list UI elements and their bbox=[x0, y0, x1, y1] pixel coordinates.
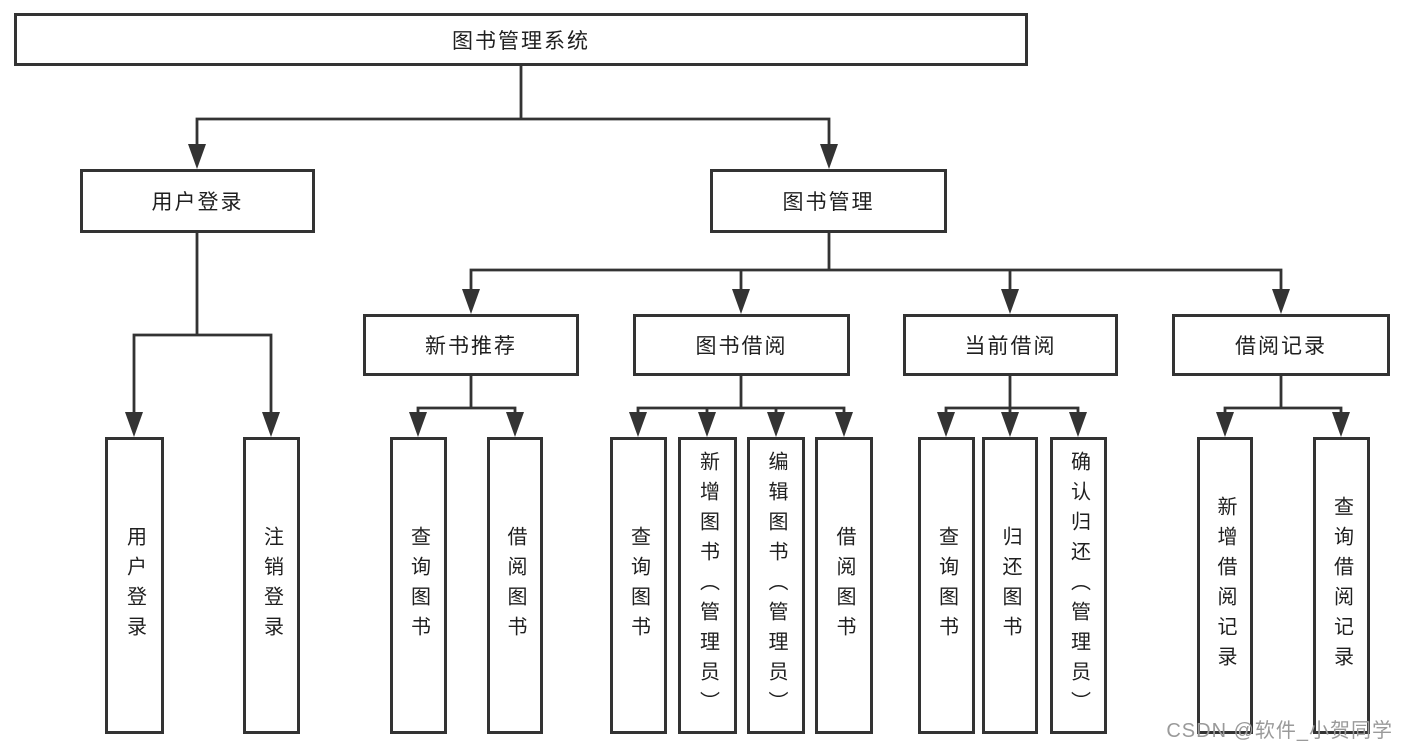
leaf-query-books-borrow: 查询图书 bbox=[610, 437, 667, 734]
leaf-add-books-admin: 新增图书（管理员） bbox=[678, 437, 737, 734]
node-book-management-system: 图书管理系统 bbox=[14, 13, 1028, 66]
connector-paths bbox=[132, 66, 1343, 415]
leaf-logout: 注销登录 bbox=[243, 437, 300, 734]
leaf-user-login: 用户登录 bbox=[105, 437, 164, 734]
node-book-management: 图书管理 bbox=[710, 169, 947, 233]
leaf-query-books-current: 查询图书 bbox=[918, 437, 975, 734]
node-borrowing-records: 借阅记录 bbox=[1172, 314, 1390, 376]
leaf-borrow-books: 借阅图书 bbox=[815, 437, 873, 734]
arrowheads bbox=[125, 144, 1350, 437]
node-current-borrowing: 当前借阅 bbox=[903, 314, 1118, 376]
node-book-borrowing: 图书借阅 bbox=[633, 314, 850, 376]
leaf-confirm-return-admin: 确认归还（管理员） bbox=[1050, 437, 1107, 734]
node-user-login: 用户登录 bbox=[80, 169, 315, 233]
watermark: CSDN @软件_小贺同学 bbox=[1166, 720, 1393, 742]
leaf-query-books-recommend: 查询图书 bbox=[390, 437, 447, 734]
leaf-add-borrow-record: 新增借阅记录 bbox=[1197, 437, 1253, 734]
leaf-borrow-books-recommend: 借阅图书 bbox=[487, 437, 543, 734]
leaf-query-borrow-record: 查询借阅记录 bbox=[1313, 437, 1370, 734]
leaf-edit-books-admin: 编辑图书（管理员） bbox=[747, 437, 805, 734]
leaf-return-books: 归还图书 bbox=[982, 437, 1038, 734]
node-new-book-recommend: 新书推荐 bbox=[363, 314, 579, 376]
